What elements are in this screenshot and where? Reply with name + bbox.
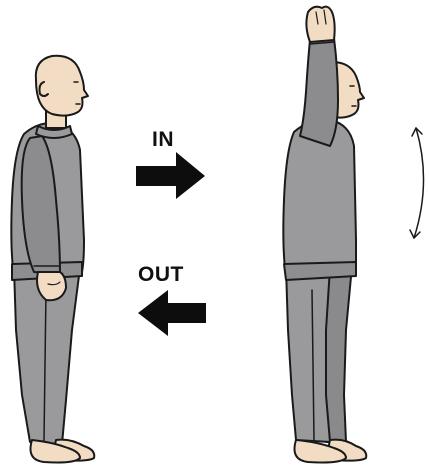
exhale-arrow-icon — [138, 290, 206, 336]
inhale-label: IN — [152, 129, 174, 150]
hand — [37, 272, 66, 300]
arm-swing-icon — [410, 128, 424, 238]
figure-arms-raised — [283, 7, 366, 463]
raised-hand — [306, 7, 334, 42]
inhale-arrow-icon — [136, 152, 205, 199]
front-leg — [286, 268, 330, 442]
exhale-label: OUT — [138, 264, 184, 285]
figure-arms-down — [11, 56, 94, 463]
waistband — [284, 262, 356, 280]
raised-arm — [300, 38, 338, 146]
